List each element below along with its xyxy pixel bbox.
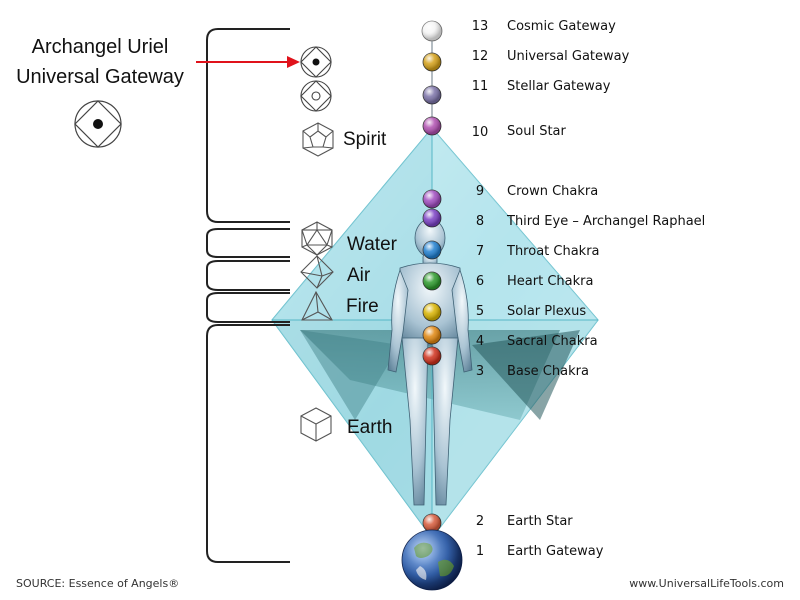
chakra-name: Sacral Chakra [507, 334, 598, 349]
chakra-name: Base Chakra [507, 364, 589, 379]
chakra-number: 5 [475, 304, 485, 319]
chakra-orb [422, 346, 442, 366]
source-credit: SOURCE: Essence of Angels® [16, 577, 180, 590]
element-label-fire: Fire [346, 296, 379, 317]
element-brackets [206, 28, 290, 563]
chakra-number: 10 [471, 125, 489, 140]
callout-line-2: Universal Gateway [16, 66, 184, 88]
chakra-name: Crown Chakra [507, 184, 599, 199]
chakra-number: 6 [475, 274, 485, 289]
chakra-name: Soul Star [507, 124, 566, 139]
chakra-number: 1 [475, 544, 485, 559]
chakra-name: Third Eye – Archangel Raphael [507, 214, 706, 229]
chakra-name: Earth Gateway [507, 544, 604, 559]
callout-arrow [196, 56, 300, 68]
dodecahedron-icon [302, 122, 334, 157]
bracket-water [206, 228, 290, 258]
chakra-orb [422, 208, 442, 228]
chakra-orb [422, 240, 442, 260]
chakra-name: Solar Plexus [507, 304, 587, 319]
bracket-air [206, 260, 290, 291]
circle-in-diamond-icon [74, 100, 122, 148]
chakra-number: 11 [471, 79, 489, 94]
chakra-number: 7 [475, 244, 485, 259]
element-label-air: Air [347, 265, 371, 286]
universal-gateway-icon [300, 46, 332, 78]
chakra-orb [422, 302, 442, 322]
crystal-octahedron [271, 127, 599, 540]
chakra-orb [422, 85, 442, 105]
bracket-earth [206, 324, 290, 563]
cube-icon [300, 407, 332, 442]
element-label-spirit: Spirit [343, 129, 387, 150]
tetrahedron-icon [301, 290, 333, 321]
chakra-orb [422, 271, 442, 291]
bracket-fire [206, 292, 290, 323]
chakra-orb [422, 189, 442, 209]
human-figure [387, 218, 473, 506]
chakra-number: 12 [471, 49, 489, 64]
chakra-orb [422, 513, 442, 533]
element-label-water: Water [347, 234, 397, 255]
chakra-name: Throat Chakra [507, 244, 600, 259]
chakra-number: 9 [475, 184, 485, 199]
chakra-orb [422, 116, 442, 136]
chakra-orb [421, 20, 443, 42]
icosahedron-icon [301, 221, 333, 256]
chakra-orb [422, 52, 442, 72]
chakra-orbs [421, 20, 443, 533]
chakra-number: 4 [475, 334, 485, 349]
octahedron-icon [300, 255, 334, 289]
stellar-gateway-icon [300, 80, 332, 112]
chakra-name: Earth Star [507, 514, 573, 529]
bracket-spirit [206, 28, 290, 223]
element-label-earth: Earth [347, 417, 393, 438]
earth-globe [401, 529, 463, 591]
chakra-name: Universal Gateway [507, 49, 630, 64]
chakra-number: 13 [471, 19, 489, 34]
chakra-number: 3 [475, 364, 485, 379]
chakra-name: Cosmic Gateway [507, 19, 616, 34]
callout-line-1: Archangel Uriel [31, 36, 169, 58]
chakra-number: 8 [475, 214, 485, 229]
website-link[interactable]: www.UniversalLifeTools.com [629, 577, 784, 590]
chakra-name: Heart Chakra [507, 274, 594, 289]
chakra-name: Stellar Gateway [507, 79, 611, 94]
chakra-number: 2 [475, 514, 485, 529]
chakra-orb [422, 325, 442, 345]
